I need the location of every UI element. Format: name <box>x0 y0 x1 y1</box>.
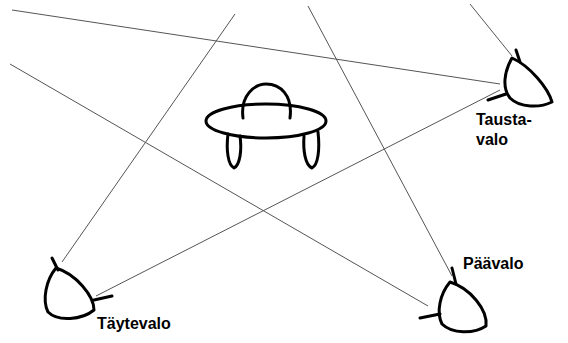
lamp-stand <box>52 258 58 270</box>
key-lamp <box>420 268 486 332</box>
light-label: Päävalo <box>463 254 523 274</box>
beam-line <box>12 10 500 84</box>
light-label: Tausta- valo <box>476 110 532 150</box>
beam-line <box>308 6 452 276</box>
lamps <box>45 50 552 332</box>
back-lamp <box>488 50 552 106</box>
beam-line <box>62 14 235 262</box>
subject-leg <box>304 132 319 168</box>
lamp-stand <box>94 296 112 300</box>
lamp-stand <box>516 50 520 62</box>
lamp-body <box>505 58 552 106</box>
beam-line <box>470 4 512 56</box>
light-label: Täytevalo <box>97 314 171 334</box>
fill-lamp <box>45 258 112 319</box>
subject-figure <box>206 84 326 168</box>
lamp-stand <box>488 94 506 100</box>
subject-body <box>206 104 326 138</box>
lamp-stand <box>420 314 440 318</box>
light-beams <box>10 4 512 306</box>
lamp-body <box>439 282 486 332</box>
beam-line <box>96 90 500 296</box>
subject-leg <box>227 134 241 168</box>
lamp-stand <box>452 268 456 284</box>
lamp-body <box>45 268 94 319</box>
beam-line <box>10 64 428 306</box>
subject-head <box>243 84 291 118</box>
